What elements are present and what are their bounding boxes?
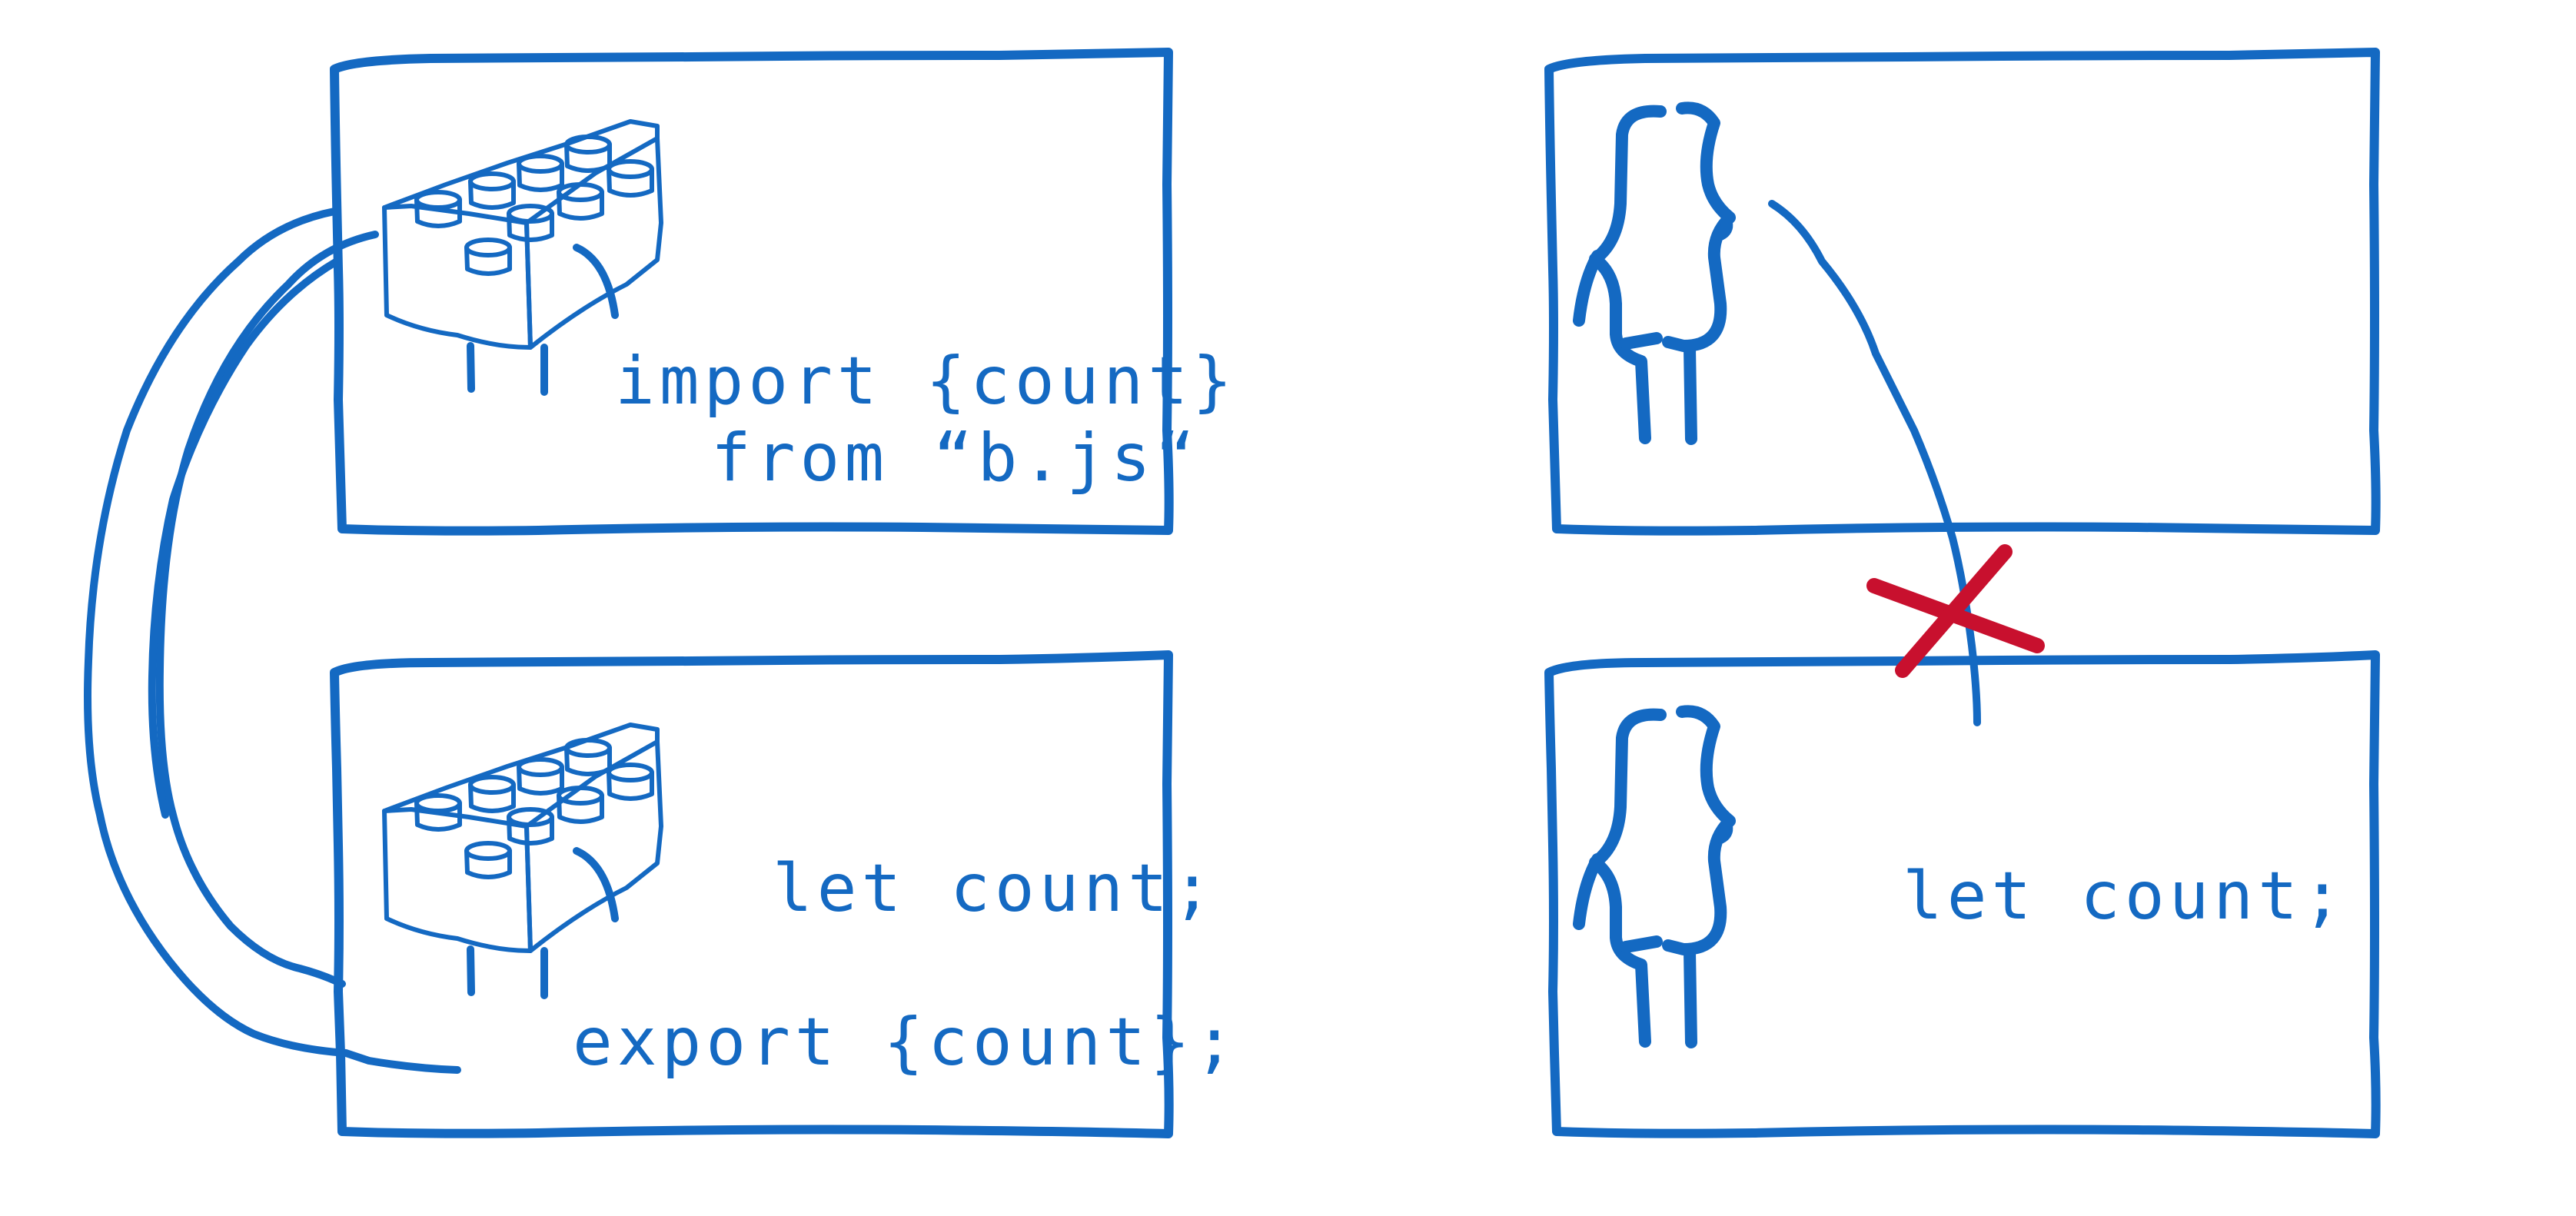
broken-wire <box>1768 200 1981 726</box>
import-statement-line-1: import {count} <box>615 343 1237 420</box>
right-panel: let count; <box>1544 48 2381 1138</box>
import-statement-line-2: from “b.js“ <box>711 420 1200 497</box>
importer-box-frame <box>330 48 1174 536</box>
wire-connection <box>84 208 461 1074</box>
lego-brick-icon <box>384 725 661 995</box>
importer-module-box: import {count} from “b.js“ <box>330 48 1237 536</box>
red-x-icon <box>1866 544 2045 678</box>
export-statement-line: export {count}; <box>573 1004 1239 1081</box>
curly-braces-icon <box>1579 711 1730 1042</box>
let-statement-line: let count; <box>773 850 1217 927</box>
curly-braces-icon <box>1579 108 1730 439</box>
bottom-box-frame <box>1544 650 2381 1138</box>
let-statement-line: let count; <box>1903 858 2347 935</box>
exporter-box-frame <box>330 650 1174 1138</box>
top-box-frame <box>1544 48 2381 536</box>
bottom-scope-box: let count; <box>1544 650 2381 1138</box>
broken-connection <box>1768 200 2045 726</box>
exporter-module-box: let count; export {count}; <box>330 650 1239 1138</box>
left-panel: import {count} from “b.js“ let count; ex… <box>84 48 1239 1138</box>
top-scope-box <box>1544 48 2381 536</box>
